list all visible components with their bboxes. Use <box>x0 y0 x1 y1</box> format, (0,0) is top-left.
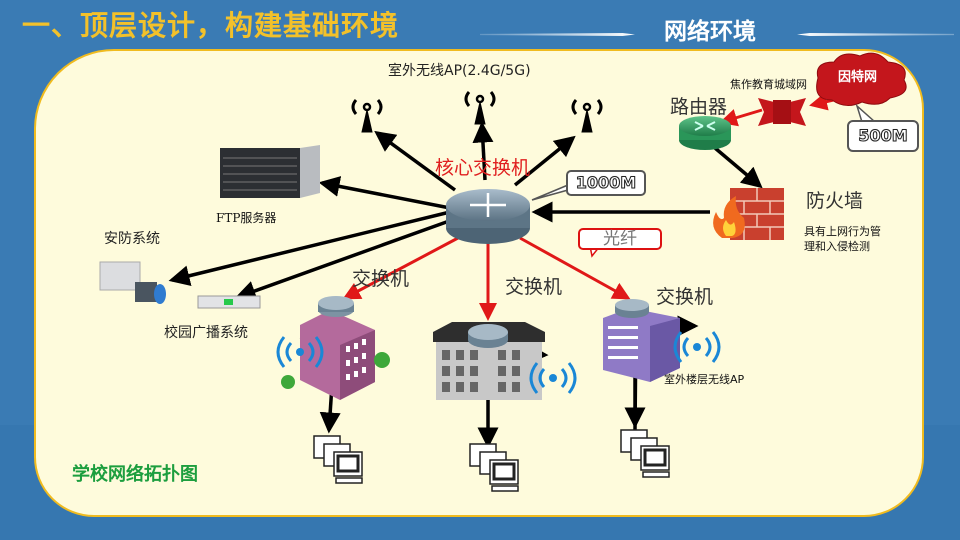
firewall-description-1: 具有上网行为管 <box>804 225 881 238</box>
building-3-icon <box>603 299 680 382</box>
firewall-icon <box>713 188 784 240</box>
building-1-icon <box>281 296 390 400</box>
building-3-switch-label: 交换机 <box>656 286 714 308</box>
ftp-server-icon <box>220 145 320 198</box>
metro-network-icon <box>758 98 806 126</box>
core-switch-label: 核心交换机 <box>435 157 531 179</box>
link-ap-left <box>374 130 457 192</box>
pc-group-icon <box>313 429 670 492</box>
building-2-switch-label: 交换机 <box>505 276 563 298</box>
broadcast-system-label: 校园广播系统 <box>164 325 248 341</box>
section-title: 网络环境 <box>664 19 756 45</box>
link-ap-right <box>513 135 576 187</box>
link-security <box>168 210 451 287</box>
security-system-label: 安防系统 <box>104 231 160 247</box>
floor-ap-label: 室外楼层无线AP <box>664 373 745 386</box>
internet-label: 因特网 <box>838 70 878 85</box>
ftp-server-label: FTP服务器 <box>216 211 277 225</box>
fiber-bldg1 <box>342 236 459 300</box>
decor-line-right <box>797 33 954 36</box>
building-1-switch-label: 交换机 <box>352 268 410 290</box>
fiber-callout: 光纤 <box>578 228 662 250</box>
bandwidth-callout-500m: 500M <box>847 120 919 152</box>
router-label: 路由器 <box>670 96 728 118</box>
link-ap-center <box>472 121 494 181</box>
internet-cloud-icon <box>816 52 907 106</box>
wifi-signal-icon <box>276 331 721 394</box>
core-switch-icon <box>446 189 530 244</box>
firewall-description-2: 理和入侵检测 <box>804 240 870 253</box>
wireless-ap-label: 室外无线AP(2.4G/5G) <box>388 63 531 79</box>
page-title: 一、顶层设计，构建基础环境 <box>22 9 400 42</box>
fiber-links <box>342 92 856 321</box>
broadcast-device-icon <box>197 295 261 309</box>
router-icon <box>679 116 731 150</box>
link-broadcast <box>234 218 453 301</box>
callout-1000m-tail <box>531 183 569 201</box>
bandwidth-callout-1000m: 1000M <box>566 170 646 196</box>
metro-network-label: 焦作教育城域网 <box>730 78 807 91</box>
link-ftp <box>318 176 451 210</box>
link-metro-router <box>719 108 763 127</box>
fiber-bldg3 <box>519 236 631 300</box>
building-2-icon <box>433 322 545 400</box>
firewall-label: 防火墙 <box>806 190 864 212</box>
diagram-caption: 学校网络拓扑图 <box>72 464 198 485</box>
security-camera-icon <box>99 261 166 304</box>
wireless-ap-icon <box>351 91 603 133</box>
link-router-firewall <box>713 146 763 189</box>
decor-line-left <box>480 33 635 36</box>
